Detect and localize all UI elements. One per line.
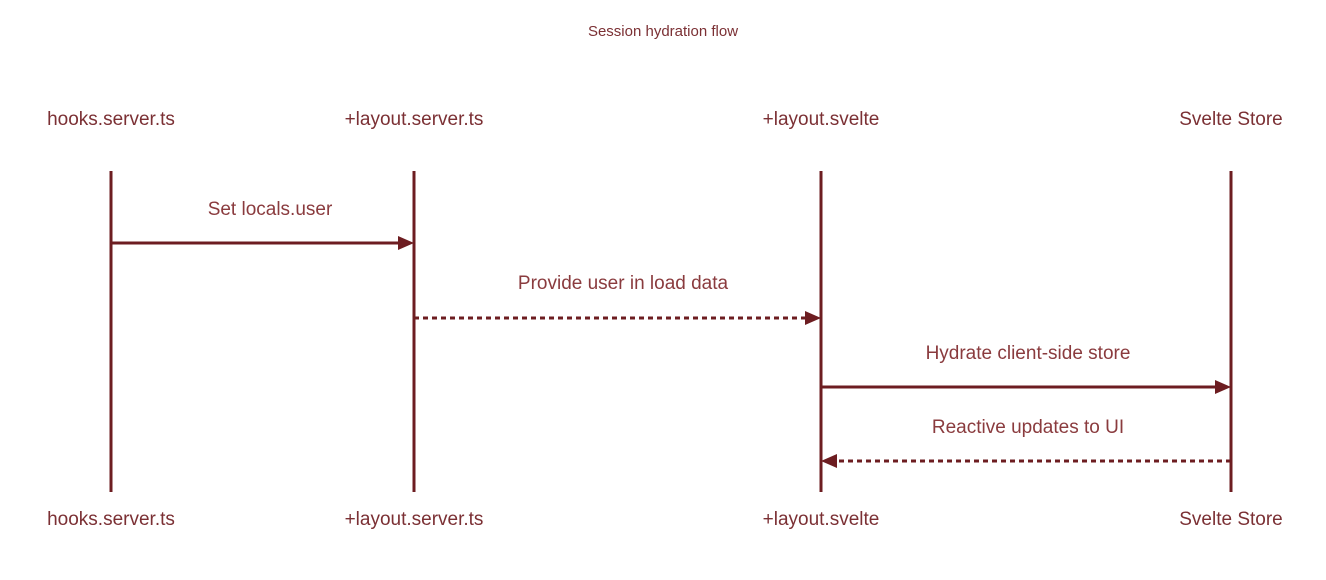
message-3-hydrate-client-side-store: Hydrate client-side store [821,343,1231,394]
participant-label-bottom-hooks: hooks.server.ts [47,509,175,530]
message-label-3: Hydrate client-side store [926,343,1131,364]
message-label-1: Set locals.user [208,199,333,220]
arrow-head-right-1 [398,236,414,250]
participant-label-bottom-layout-server: +layout.server.ts [345,509,484,530]
participant-label-top-svelte-store: Svelte Store [1179,109,1283,130]
arrow-head-left-4 [821,454,837,468]
participant-label-top-layout-svelte: +layout.svelte [763,109,880,130]
participant-label-top-layout-server: +layout.server.ts [345,109,484,130]
message-4-reactive-updates-to-ui: Reactive updates to UI [821,417,1231,468]
diagram-title: Session hydration flow [588,23,738,40]
participant-label-bottom-svelte-store: Svelte Store [1179,509,1283,530]
participant-label-bottom-layout-svelte: +layout.svelte [763,509,880,530]
arrow-head-right-3 [1215,380,1231,394]
message-1-set-locals-user: Set locals.user [111,199,414,250]
message-label-2: Provide user in load data [518,273,729,294]
participant-label-top-hooks: hooks.server.ts [47,109,175,130]
arrow-head-right-2 [805,311,821,325]
message-label-4: Reactive updates to UI [932,417,1124,438]
message-2-provide-user-in-load-data: Provide user in load data [414,273,821,325]
